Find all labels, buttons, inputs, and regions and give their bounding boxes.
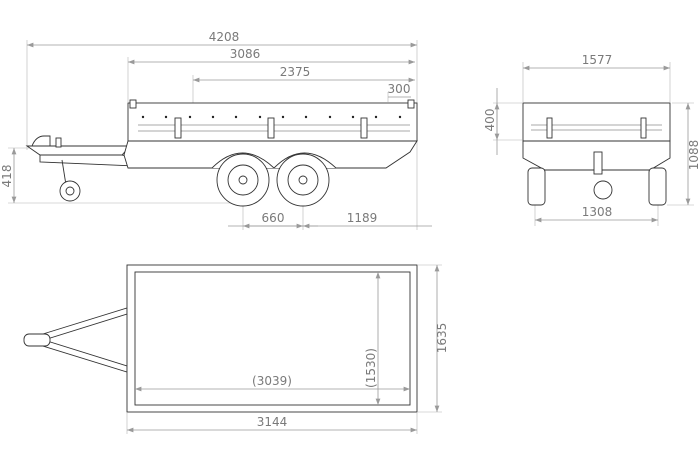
rear-panel	[522, 102, 671, 142]
handbrake	[55, 137, 62, 148]
dim-inner-length: (3039)	[135, 374, 410, 392]
dim-axle-spacing: 660	[228, 211, 318, 229]
coupling	[31, 135, 51, 147]
dim-overall-height: 1088	[685, 103, 700, 205]
rear-view: 1577 400 1088 1308	[483, 53, 700, 226]
panel-clamps	[174, 117, 368, 139]
bed-outer	[126, 264, 418, 413]
dim-label: 2375	[280, 65, 311, 79]
dim-track-width: 1308	[535, 205, 658, 223]
dim-drawbar-height: 418	[0, 148, 17, 203]
dim-label: 418	[0, 165, 14, 188]
top-view: 1635 (1530) (3039) 3144	[23, 264, 449, 434]
dim-side-height: 400	[483, 88, 500, 155]
dim-body-length: 3086	[128, 47, 415, 65]
chassis	[123, 140, 418, 169]
side-view: 4208 3086 2375 300 418 660 1189	[0, 30, 432, 230]
dim-label: 400	[483, 109, 497, 132]
drawbar	[25, 145, 132, 156]
wheel-rear	[276, 153, 330, 207]
dim-label: 3144	[257, 415, 288, 429]
dim-overall-length: 4208	[27, 30, 417, 48]
coupling-top	[23, 333, 51, 347]
dim-overall-width: 1577	[523, 53, 670, 71]
dim-2375: 2375	[193, 65, 415, 83]
dim-label: 300	[388, 82, 411, 96]
rear-wheel-left	[527, 167, 546, 206]
dim-label: 3086	[230, 47, 261, 61]
bed-inner	[134, 271, 411, 406]
dim-300: 300	[388, 82, 411, 98]
dim-outer-length: 3144	[127, 415, 417, 433]
dim-label: 4208	[209, 30, 240, 44]
dim-label: 1308	[582, 205, 613, 219]
dim-label: 1635	[435, 323, 449, 354]
wheel-front	[216, 153, 270, 207]
dim-rear-axle-to-end: 1189	[303, 211, 432, 229]
rear-jockey-wheel	[593, 180, 613, 200]
dim-label: (3039)	[252, 374, 292, 388]
dim-label: (1530)	[364, 348, 378, 388]
dim-label: 1577	[582, 53, 613, 67]
dim-outer-width: 1635	[434, 265, 449, 412]
dim-label: 1088	[687, 140, 700, 171]
dim-label: 1189	[347, 211, 378, 225]
dim-label: 660	[262, 211, 285, 225]
dim-inner-width: (1530)	[364, 272, 381, 405]
rear-wheel-right	[648, 167, 667, 206]
